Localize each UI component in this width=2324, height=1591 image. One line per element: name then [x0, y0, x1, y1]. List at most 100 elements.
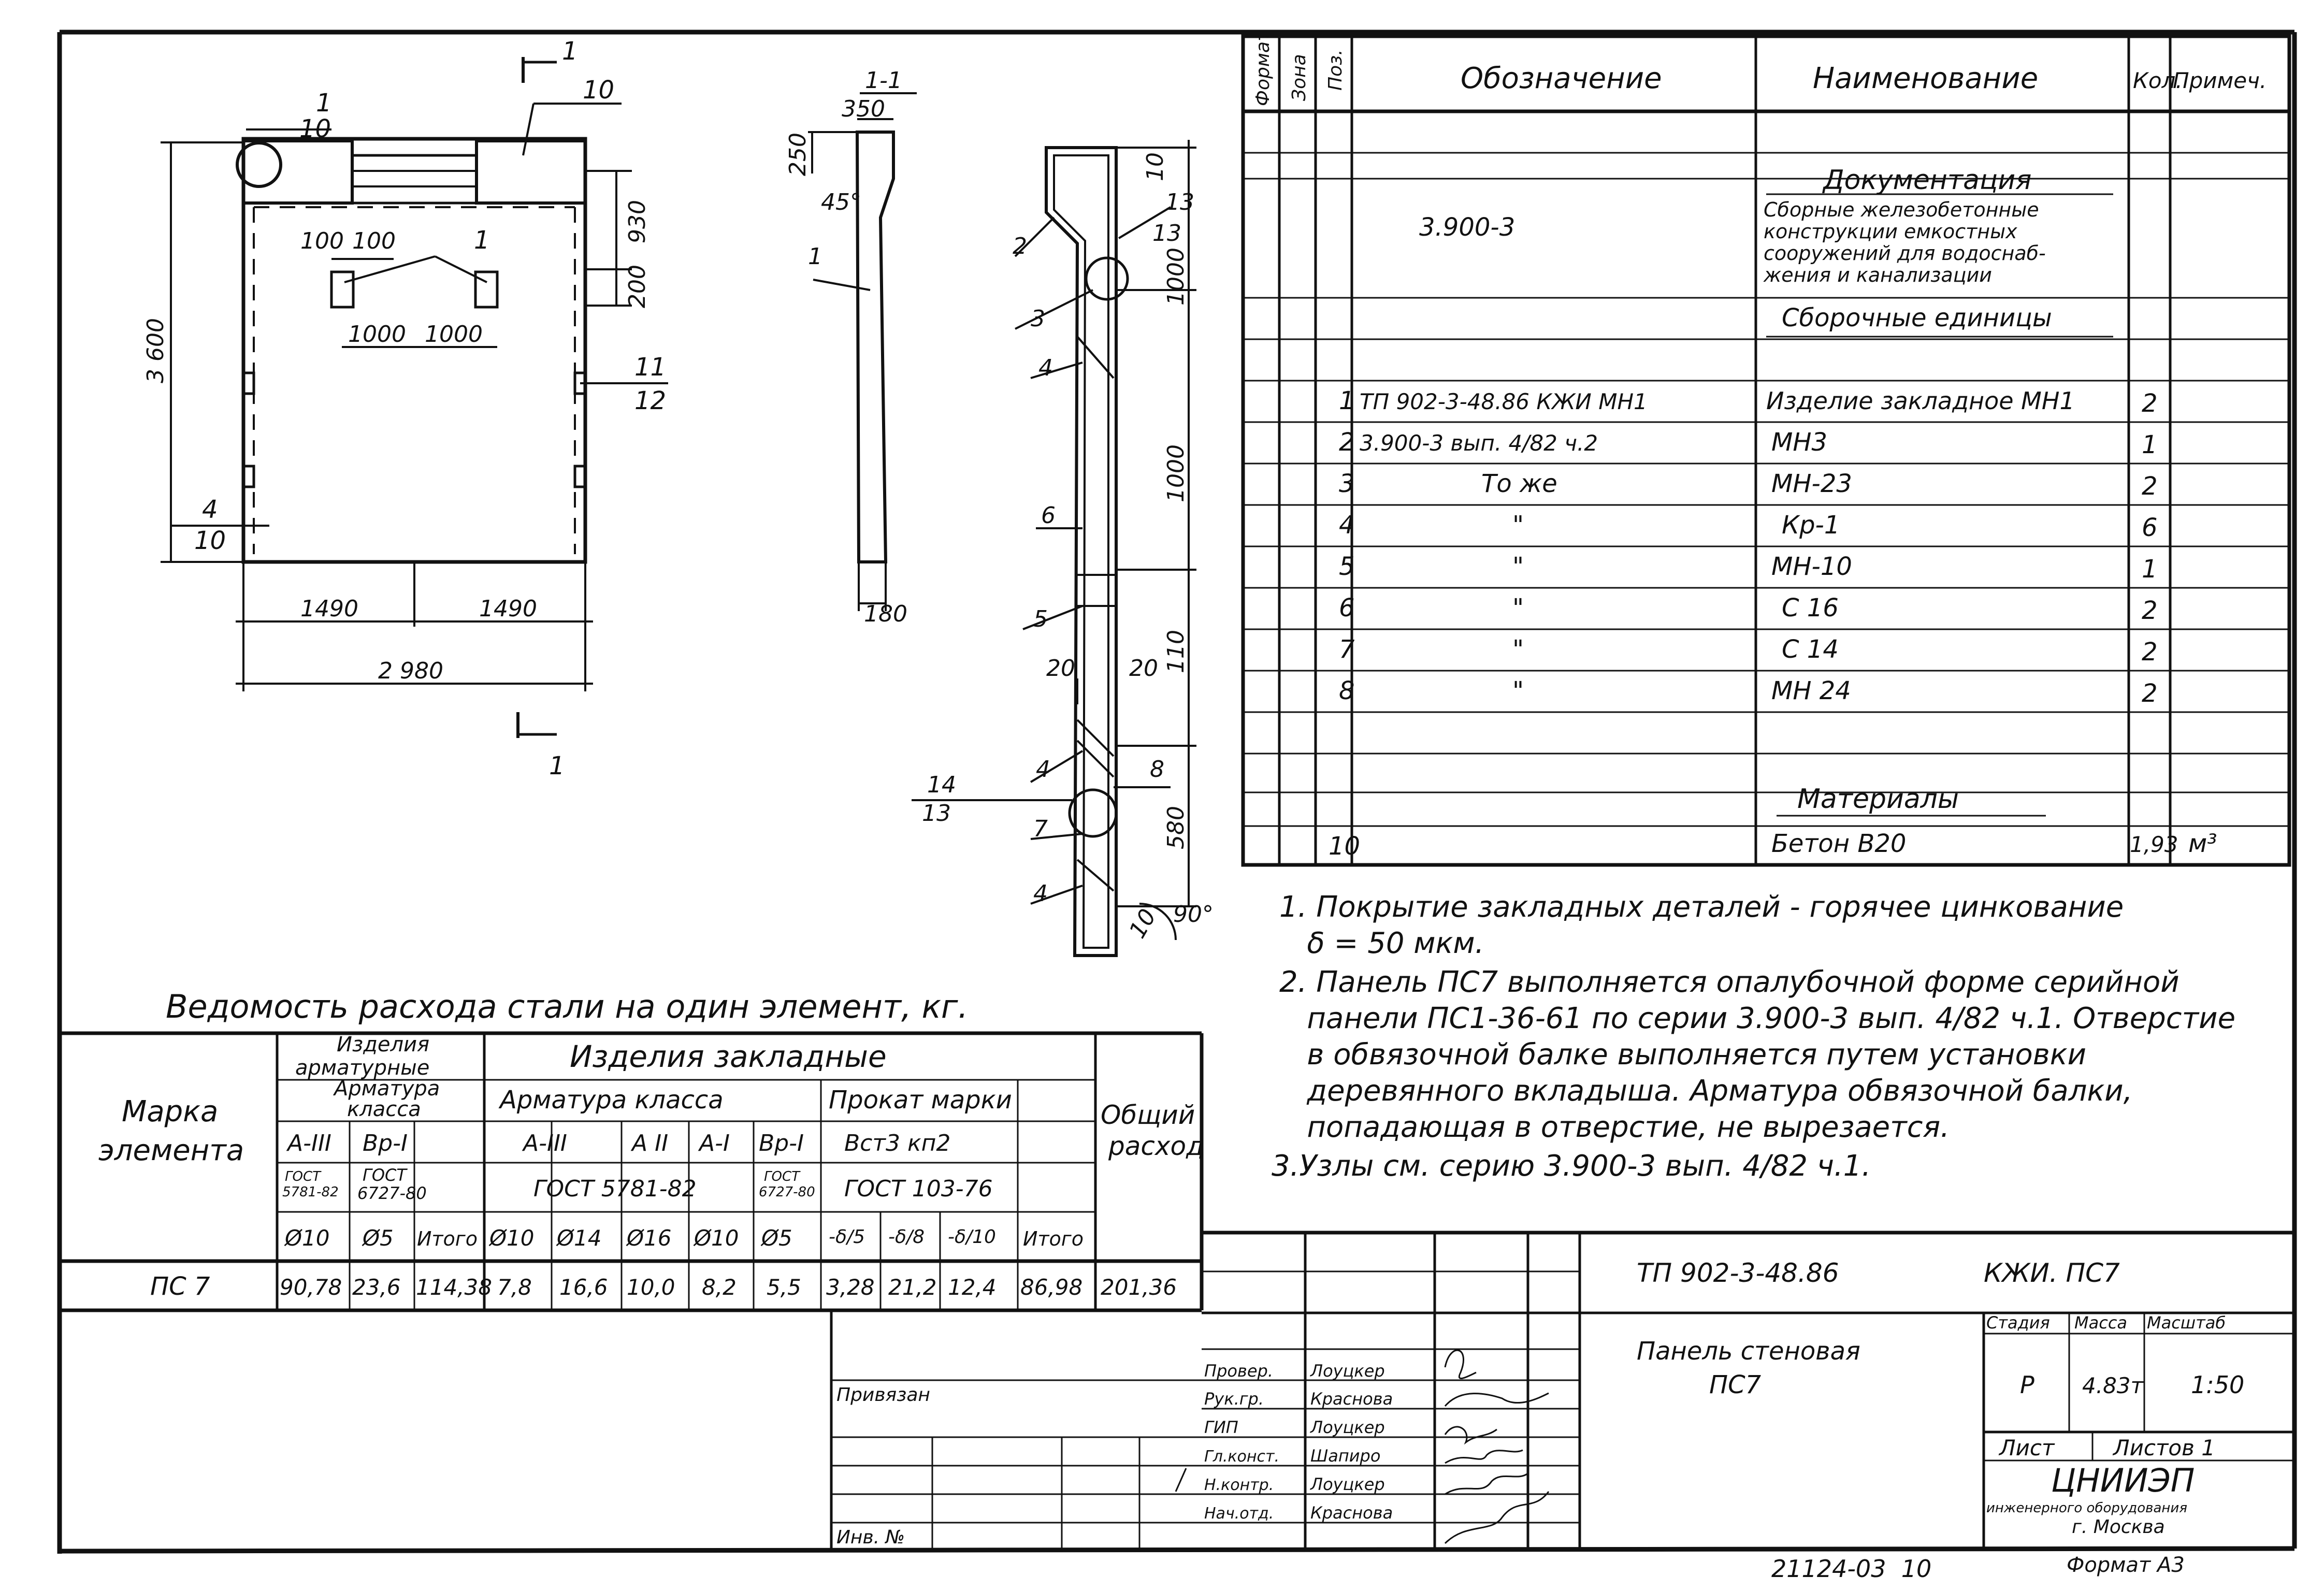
steel-diameters: Ø10 Ø5 Итого Ø10 Ø14 Ø16 Ø10 Ø5 -δ/5 -δ/…	[284, 1225, 1084, 1251]
spec-rows: 1 ТП 902-3-48.86 КЖИ МН1 Изделие закладн…	[1329, 386, 2217, 861]
steel-class-bp1: Вр-I	[363, 1130, 408, 1156]
section-labels: 1-1 350 250 45° 1 180	[785, 67, 907, 627]
callout-pos1-bottom: 10	[299, 114, 331, 143]
steel-row-value: 5,5	[767, 1275, 801, 1300]
steel-diam-3: Итого	[417, 1227, 478, 1250]
note-line-3: 2. Панель ПС7 выполняется опалубочной фо…	[1279, 965, 2179, 999]
callout-pos11-top: 11	[634, 353, 666, 382]
section-angle-45: 45°	[821, 189, 861, 215]
signer-role: ГИП	[1204, 1418, 1238, 1437]
dim-1000a: 1000	[348, 321, 406, 348]
signer-role: Н.контр.	[1204, 1476, 1274, 1494]
steel-row-total: 201,36	[1101, 1275, 1177, 1300]
section-1-1	[808, 92, 917, 611]
section-width-350: 350	[842, 96, 885, 122]
detail-dim-1000b: 1000	[1163, 444, 1189, 502]
section-pos1: 1	[808, 243, 822, 270]
callout-pos11-bottom: 12	[634, 386, 666, 415]
steel-header-mark-line1: Марка	[122, 1095, 218, 1129]
signer-name: Краснова	[1310, 1503, 1393, 1523]
stamp-org-line1: ЦНИИЭП	[2051, 1462, 2195, 1499]
spec-row-8-designation: "	[1512, 676, 1524, 705]
spec-doc-section: Документация	[1822, 165, 2031, 196]
detail-pos8: 8	[1150, 756, 1164, 783]
spec-row-1-pos: 1	[1339, 386, 1355, 415]
spec-row-2-pos: 2	[1339, 428, 1355, 457]
spec-row-7-qty: 2	[2142, 638, 2158, 667]
spec-table	[1241, 34, 2291, 867]
detail-dim-10: 10	[1142, 152, 1168, 181]
steel-data-row: ПС 7 90,78 23,6 114,38 7,8 16,6 10,0 8,2…	[150, 1272, 1177, 1301]
steel-diam-11: -δ/10	[948, 1226, 996, 1248]
spec-row-2-designation: 3.900-3 вып. 4/82 ч.2	[1360, 430, 1598, 456]
signer-name: Лоуцкер	[1310, 1361, 1385, 1381]
stamp-footer-code: 21124-03 10	[1771, 1555, 1931, 1583]
spec-header-format: Формат	[1252, 30, 1274, 106]
spec-row-7-pos: 7	[1339, 635, 1355, 664]
signer-role: Рук.гр.	[1204, 1389, 1264, 1409]
steel-diam-1: Ø10	[284, 1225, 330, 1251]
dim-1000b: 1000	[425, 321, 483, 348]
spec-doc-name-line2: конструкции емкостных	[1764, 220, 2017, 243]
steel-gost-5781-line1: ГОСТ	[285, 1169, 322, 1184]
steel-row-value: 3,28	[826, 1275, 875, 1300]
steel-gost-6727b-line1: ГОСТ	[764, 1169, 801, 1184]
section-title: 1-1	[865, 67, 902, 94]
spec-row-4-pos: 4	[1339, 511, 1355, 540]
spec-header-qty: Кол.	[2133, 68, 2183, 93]
steel-class-a3: А-III	[286, 1130, 331, 1156]
spec-row-5-name: МН-10	[1771, 552, 1852, 581]
steel-header-arm-class-b: Арматура класса	[498, 1086, 724, 1115]
spec-header-designation: Обозначение	[1461, 62, 1662, 95]
signer-role: Провер.	[1204, 1361, 1273, 1381]
section-mark-top: 1	[562, 37, 578, 66]
spec-row-8-qty: 2	[2142, 679, 2158, 708]
stamp-mass: 4.83т	[2082, 1373, 2144, 1398]
detail-pos13a-bottom: 13	[1152, 220, 1181, 247]
steel-row-value: 21,2	[888, 1275, 937, 1300]
steel-row-value: 114,38	[416, 1275, 492, 1300]
detail-dim-580: 580	[1163, 806, 1189, 849]
spec-headers: Формат Зона Поз. Обозначение Наименовани…	[1252, 30, 2267, 106]
stamp-title-line1: Панель стеновая	[1637, 1337, 1860, 1366]
panel-dimensions: 100 100 1000 1000 930 200 3 600 1490 149…	[142, 200, 651, 684]
spec-material-qty: 1,93	[2130, 832, 2178, 857]
spec-row-5-qty: 1	[2142, 555, 2158, 584]
detail-pos13b: 13	[922, 800, 951, 827]
signer-name: Лоуцкер	[1310, 1418, 1385, 1437]
spec-material-note: м³	[2188, 829, 2217, 858]
signer-name: Шапиро	[1310, 1446, 1380, 1466]
steel-headers: Марка элемента Изделия арматурные Армату…	[98, 1033, 1204, 1203]
dim-3600: 3 600	[142, 318, 169, 383]
detail-pos14: 14	[927, 772, 956, 798]
steel-diam-12: Итого	[1023, 1227, 1084, 1250]
spec-row-2-qty: 1	[2142, 430, 2158, 459]
spec-row-1-name: Изделие закладное МН1	[1766, 387, 2075, 415]
stamp-sheets-label: Листов 1	[2112, 1435, 2215, 1460]
steel-class-a1: А-I	[698, 1130, 730, 1156]
steel-class-a3b: А-III	[522, 1130, 567, 1156]
note-line-4: панели ПС1-36-61 по серии 3.900-3 вып. 4…	[1279, 1002, 2235, 1035]
dim-100b: 100	[352, 228, 396, 254]
detail-angle-90: 90°	[1173, 901, 1214, 928]
stamp-mass-header: Масса	[2074, 1313, 2127, 1333]
detail-dim-110: 110	[1163, 630, 1189, 673]
steel-row-value: 23,6	[352, 1275, 401, 1300]
spec-row-3-designation: То же	[1481, 469, 1557, 498]
callout-pos4-bottom: 10	[194, 526, 226, 555]
steel-gost-6727-line1: ГОСТ	[363, 1165, 408, 1185]
spec-row-8-name: МН 24	[1771, 676, 1851, 705]
note-line-6: деревянного вкладыша. Арматура обвязочно…	[1279, 1074, 2132, 1108]
spec-row-7-name: С 14	[1782, 635, 1839, 664]
spec-material-pos: 10	[1329, 832, 1360, 861]
steel-row-value: 7,8	[497, 1275, 532, 1300]
spec-row-4-qty: 6	[2142, 513, 2158, 542]
spec-row-7-designation: "	[1512, 635, 1524, 664]
spec-doc-name-line3: сооружений для водоснаб-	[1764, 242, 2046, 265]
steel-row-value: 86,98	[1020, 1275, 1082, 1300]
signer-name: Лоуцкер	[1310, 1474, 1385, 1494]
sheet-frame	[57, 30, 2297, 1554]
steel-header-embedded: Изделия закладные	[570, 1039, 887, 1074]
dim-1490b: 1490	[479, 596, 537, 622]
